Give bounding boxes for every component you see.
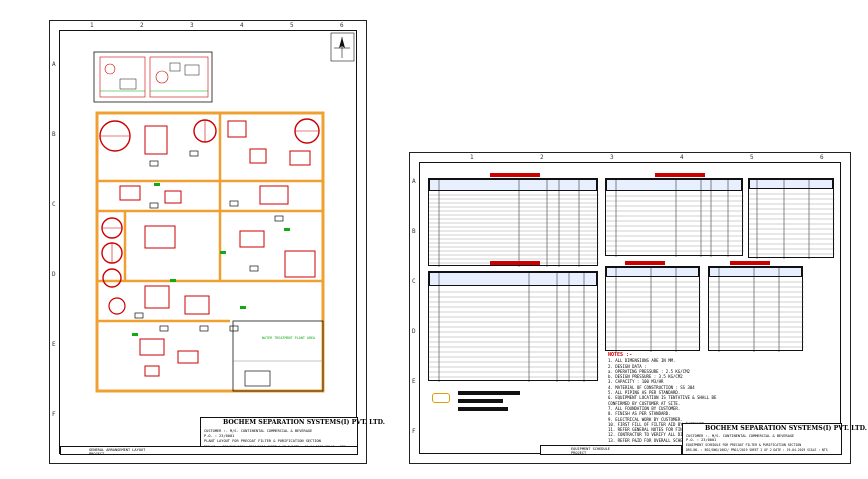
note-line: b. DESIGN PRESSURE : 3.5 KG/CM2 — [608, 374, 683, 380]
plant-layout-drawing — [93, 32, 355, 393]
layout-drawing-title: PLANT LAYOUT FOR PRECOAT FILTER & PURIFI… — [204, 439, 321, 443]
table-5-title-bar — [625, 261, 665, 265]
schedule-title-block: BOCHEM SEPARATION SYSTEMS(I) PVT. LTD. C… — [682, 423, 867, 455]
table-3-header — [606, 179, 742, 191]
table-1-header — [429, 179, 597, 191]
note-line: 8. FINISH AS PER STANDARD. — [608, 411, 671, 417]
note-line: 10. FIRST FILL OF FILTER AID BY CUSTOMER… — [608, 421, 707, 427]
instrument-table-5 — [605, 266, 701, 352]
equipment-table-4 — [748, 178, 835, 259]
layout-footer-strip: GENERAL ARRANGEMENT LAYOUT PROJECT — [60, 446, 358, 456]
legend-bar — [458, 399, 503, 403]
schedule-zone-number-6: 6 — [820, 154, 824, 161]
layout-footer-1: GENERAL ARRANGEMENT LAYOUT — [89, 448, 146, 452]
equipment-table-2 — [428, 271, 599, 382]
schedule-sheet: 1 2 3 4 5 6 A B C D E F — [409, 152, 867, 464]
legend-bar — [458, 391, 520, 395]
schedule-zone-number-1: 1 — [470, 154, 474, 161]
schedule-zone-letter-d: D — [412, 328, 416, 335]
note-line: CONFIRMED BY CUSTOMER AT SITE. — [608, 400, 681, 406]
table-5-header — [606, 267, 699, 277]
note-line: 3. CAPACITY : 100 M3/HR — [608, 379, 664, 385]
table-2-grid — [429, 272, 599, 382]
schedule-drawing-title: EQUIPMENT SCHEDULE FOR PRECOAT FILTER & … — [686, 443, 802, 447]
note-line: 4. MATERIAL OF CONSTRUCTION : SS 304 — [608, 384, 695, 390]
key-plan — [93, 51, 213, 103]
zone-letter-d: D — [52, 271, 56, 278]
drawing-notes: NOTES :- 1. ALL DIMENSIONS ARE IN MM. 2.… — [608, 352, 724, 443]
table-1-title-bar — [490, 173, 540, 177]
table-4-header — [749, 179, 833, 189]
zone-number-1: 1 — [90, 22, 94, 29]
zone-number-5: 5 — [290, 22, 294, 29]
schedule-zone-letter-a: A — [412, 178, 416, 185]
zone-number-6: 6 — [340, 22, 344, 29]
schedule-footer-1: EQUIPMENT SCHEDULE — [571, 447, 610, 451]
note-line: 9. ELECTRICAL WORK BY CUSTOMER. — [608, 416, 683, 422]
zone-number-2: 2 — [140, 22, 144, 29]
table-5-grid — [606, 267, 701, 352]
schedule-zone-number-5: 5 — [750, 154, 754, 161]
note-line: 11. REFER GENERAL NOTES FOR FINISH. — [608, 427, 693, 433]
notes-title: NOTES :- — [608, 352, 633, 358]
table-3-grid — [606, 179, 744, 257]
note-line: 1. ALL DIMENSIONS ARE IN MM. — [608, 358, 676, 364]
note-line: 12. CONTRACTOR TO VERIFY ALL DIMENSIONS … — [608, 432, 724, 438]
schedule-zone-number-2: 2 — [540, 154, 544, 161]
table-3-title-bar — [655, 173, 705, 177]
note-line: a. OPERATING PRESSURE : 2.5 KG/CM2 — [608, 368, 690, 374]
wtp-area-label: WATER TREATMENT PLANT AREA — [262, 336, 316, 340]
legend-symbol — [432, 393, 450, 403]
zone-letter-f: F — [52, 411, 56, 418]
table-1-grid — [429, 179, 599, 267]
zone-letter-e: E — [52, 341, 56, 348]
schedule-footer-2: PROJECT — [571, 451, 587, 455]
north-arrow — [330, 32, 355, 62]
equipment-table-1 — [428, 178, 599, 267]
table-4-grid — [749, 179, 835, 259]
note-line: 7. ALL FOUNDATION BY CUSTOMER. — [608, 405, 681, 411]
schedule-footer-strip: EQUIPMENT SCHEDULE PROJECT — [540, 445, 682, 455]
schedule-zone-letter-f: F — [412, 428, 416, 435]
layout-sheet: 1 2 3 4 5 6 A B C D E F — [49, 20, 385, 464]
zone-letter-b: B — [52, 131, 56, 138]
zone-letter-c: C — [52, 201, 56, 208]
schedule-drawing-number: DRG.NO. : BSS/DWG/1002/ PROJ/2019 SHEET … — [686, 448, 828, 452]
zone-letter-a: A — [52, 61, 56, 68]
schedule-zone-letter-c: C — [412, 278, 416, 285]
schedule-customer: CUSTOMER :- M/S. CONTINENTAL COMMERCIAL … — [686, 434, 795, 438]
equipment-table-3 — [605, 178, 744, 257]
layout-footer-2: PROJECT — [89, 452, 105, 456]
layout-company-name: BOCHEM SEPARATION SYSTEMS(I) PVT. LTD. — [223, 419, 385, 426]
building-plan — [95, 111, 325, 393]
instrument-table-6 — [708, 266, 804, 352]
table-2-title-bar — [490, 261, 540, 265]
layout-po: P.O. : 23/0001 — [204, 434, 235, 438]
legend-bar — [458, 407, 508, 411]
table-6-title-bar — [730, 261, 770, 265]
schedule-company-name: BOCHEM SEPARATION SYSTEMS(I) PVT. LTD. — [705, 425, 867, 432]
schedule-zone-number-3: 3 — [610, 154, 614, 161]
schedule-zone-number-4: 4 — [680, 154, 684, 161]
layout-customer: CUSTOMER :- M/S. CONTINENTAL COMMERCIAL … — [204, 429, 313, 433]
zone-number-4: 4 — [240, 22, 244, 29]
table-2-header — [429, 272, 597, 286]
schedule-zone-letter-b: B — [412, 228, 416, 235]
note-line: 13. REFER P&ID FOR OVERALL SCHEME. — [608, 437, 690, 443]
note-line: 6. EQUIPMENT LOCATION IS TENTATIVE & SHA… — [608, 395, 717, 401]
table-6-header — [709, 267, 802, 277]
zone-number-3: 3 — [190, 22, 194, 29]
table-6-grid — [709, 267, 804, 352]
schedule-po: P.O. : 23/0001 — [686, 438, 717, 442]
note-line: 5. ALL PIPING AS PER STANDARD. — [608, 390, 681, 396]
schedule-zone-letter-e: E — [412, 378, 416, 385]
note-line: 2. DESIGN DATA : — [608, 363, 647, 369]
